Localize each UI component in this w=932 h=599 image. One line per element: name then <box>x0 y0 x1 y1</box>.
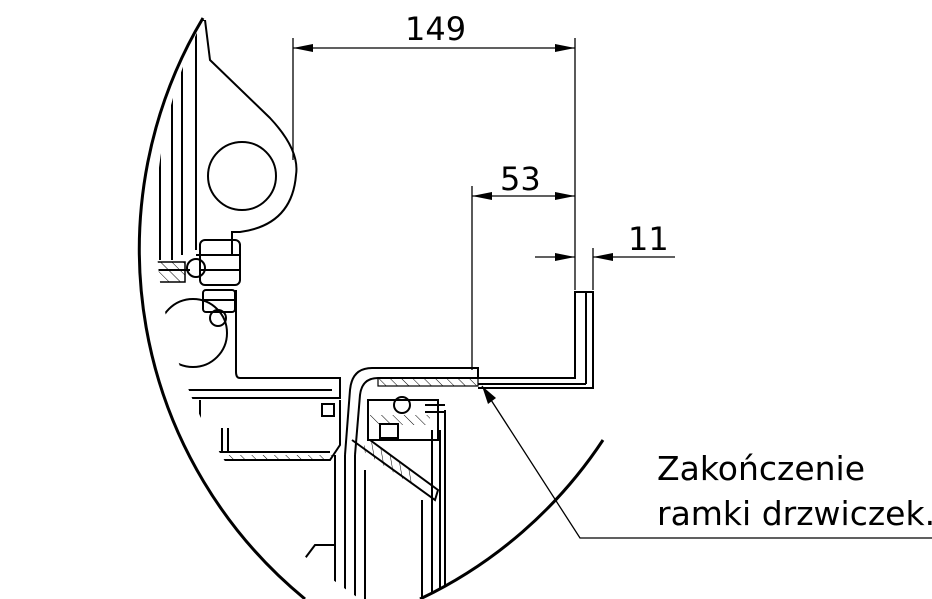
annotation-line-1: Zakończenie <box>657 449 866 488</box>
dimension-11: 11 <box>535 220 675 290</box>
hinge-pin-upper <box>207 141 277 211</box>
detail-boundary-arc <box>137 17 306 599</box>
dim-149-label: 149 <box>405 10 466 48</box>
channel-profile <box>189 400 341 461</box>
dim-53-label: 53 <box>500 160 541 198</box>
annotation-leader <box>481 385 932 539</box>
bolt-upper <box>186 239 241 286</box>
door-posts <box>299 410 446 599</box>
hinge-pin-lower <box>158 298 228 368</box>
frame-profile-left <box>159 20 197 260</box>
door-bracket <box>155 290 341 399</box>
annotation-line-2: ramki drzwiczek. <box>657 494 932 533</box>
dimension-53: 53 <box>471 160 575 370</box>
right-plate <box>478 291 594 389</box>
dimension-149: 149 <box>292 10 576 290</box>
crossbar <box>155 261 190 283</box>
door-frame-end <box>344 367 479 502</box>
dim-11-label: 11 <box>628 220 669 258</box>
hinge-bracket <box>196 20 298 256</box>
bolt-lower <box>202 289 236 327</box>
lower-frame <box>155 398 216 599</box>
detail-boundary-arc-right <box>419 439 605 599</box>
section-geometry <box>155 20 594 599</box>
